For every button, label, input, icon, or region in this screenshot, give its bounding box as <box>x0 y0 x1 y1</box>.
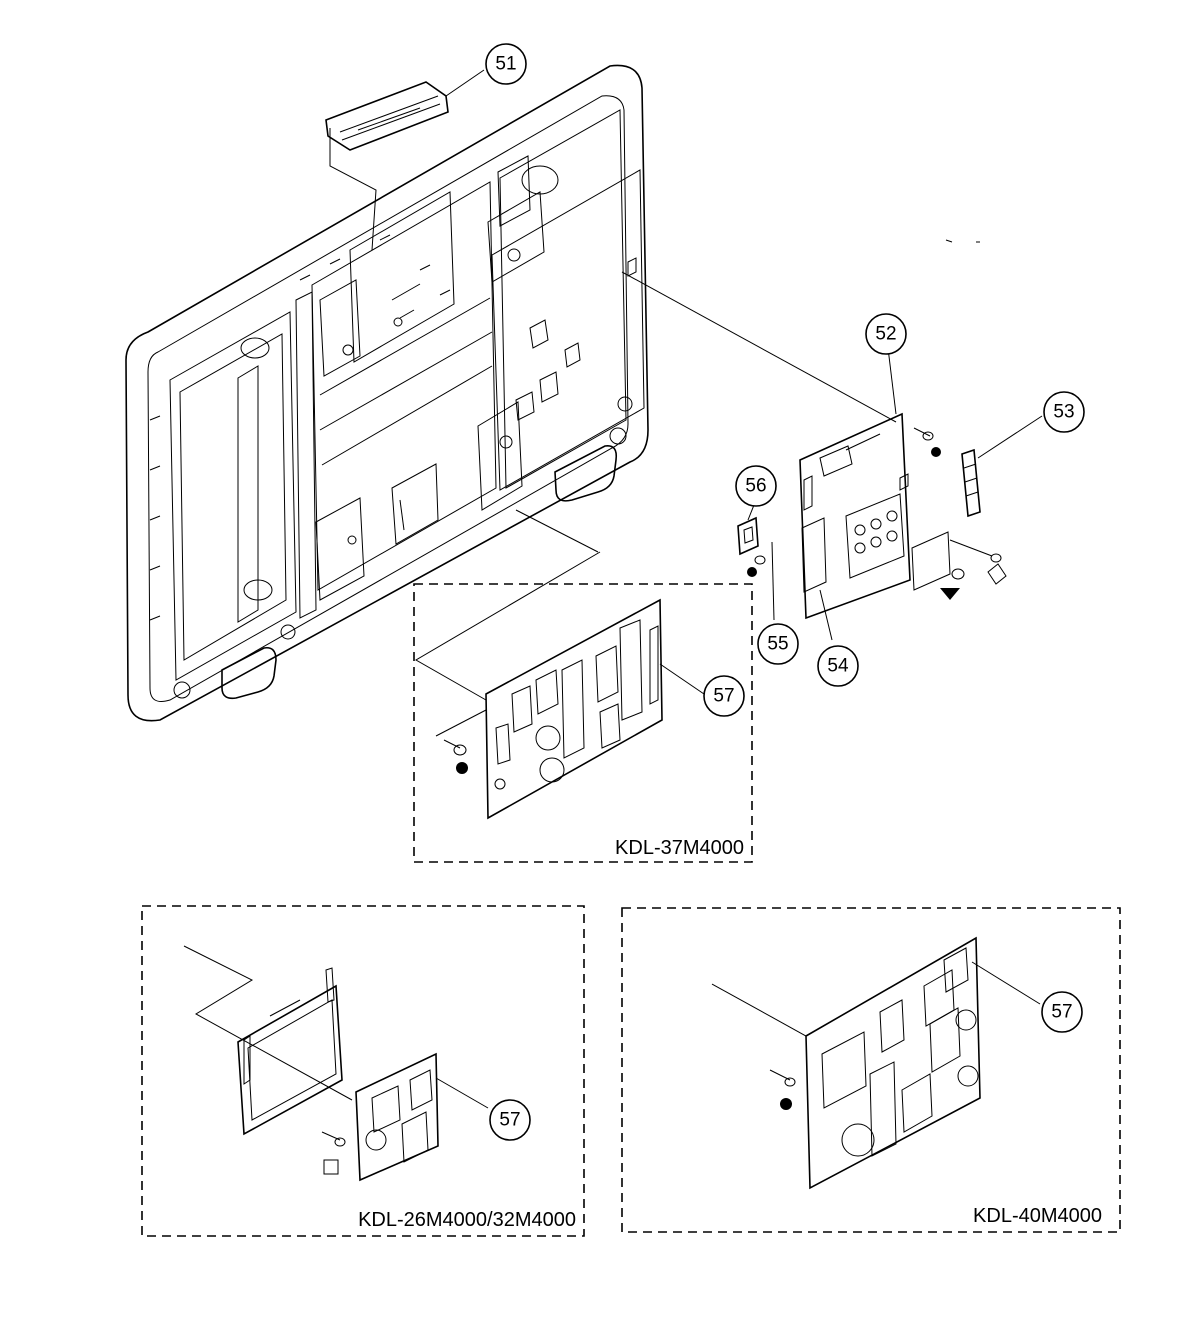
callout-55: 55 <box>757 623 799 665</box>
svg-text:55: 55 <box>767 634 788 655</box>
svg-text:53: 53 <box>1053 402 1074 423</box>
callout-57-kdl37: 57 <box>703 675 745 717</box>
model-label-kdl-40: KDL-40M4000 <box>973 1205 1102 1227</box>
part-54-shield <box>819 531 1007 641</box>
variant-box-kdl-40 <box>621 907 1121 1233</box>
part-53-connector <box>961 415 1043 518</box>
svg-text:56: 56 <box>745 476 766 497</box>
svg-text:52: 52 <box>875 324 896 345</box>
model-label-kdl-26-32: KDL-26M4000/32M4000 <box>358 1209 576 1231</box>
part-51-top-bracket <box>325 69 485 251</box>
svg-text:54: 54 <box>827 656 849 677</box>
callout-54: 54 <box>817 645 859 687</box>
callout-56: 56 <box>735 465 777 507</box>
model-label-kdl-37: KDL-37M4000 <box>615 837 744 859</box>
svg-text:57: 57 <box>1051 1002 1072 1023</box>
callout-53: 53 <box>1043 391 1085 433</box>
variant-box-kdl-37 <box>413 509 753 863</box>
callout-57-kdl40: 57 <box>1041 991 1083 1033</box>
callout-52: 52 <box>865 313 907 355</box>
callout-57-kdl26-32: 57 <box>489 1099 531 1141</box>
svg-text:57: 57 <box>499 1110 520 1131</box>
part-52-main-board <box>621 271 941 620</box>
variant-box-kdl-26-32 <box>141 905 585 1237</box>
part-56-switch <box>737 499 775 621</box>
callout-51: 51 <box>485 43 527 85</box>
tv-rear-chassis <box>125 64 649 722</box>
svg-text:57: 57 <box>713 686 734 707</box>
svg-text:51: 51 <box>495 54 516 75</box>
